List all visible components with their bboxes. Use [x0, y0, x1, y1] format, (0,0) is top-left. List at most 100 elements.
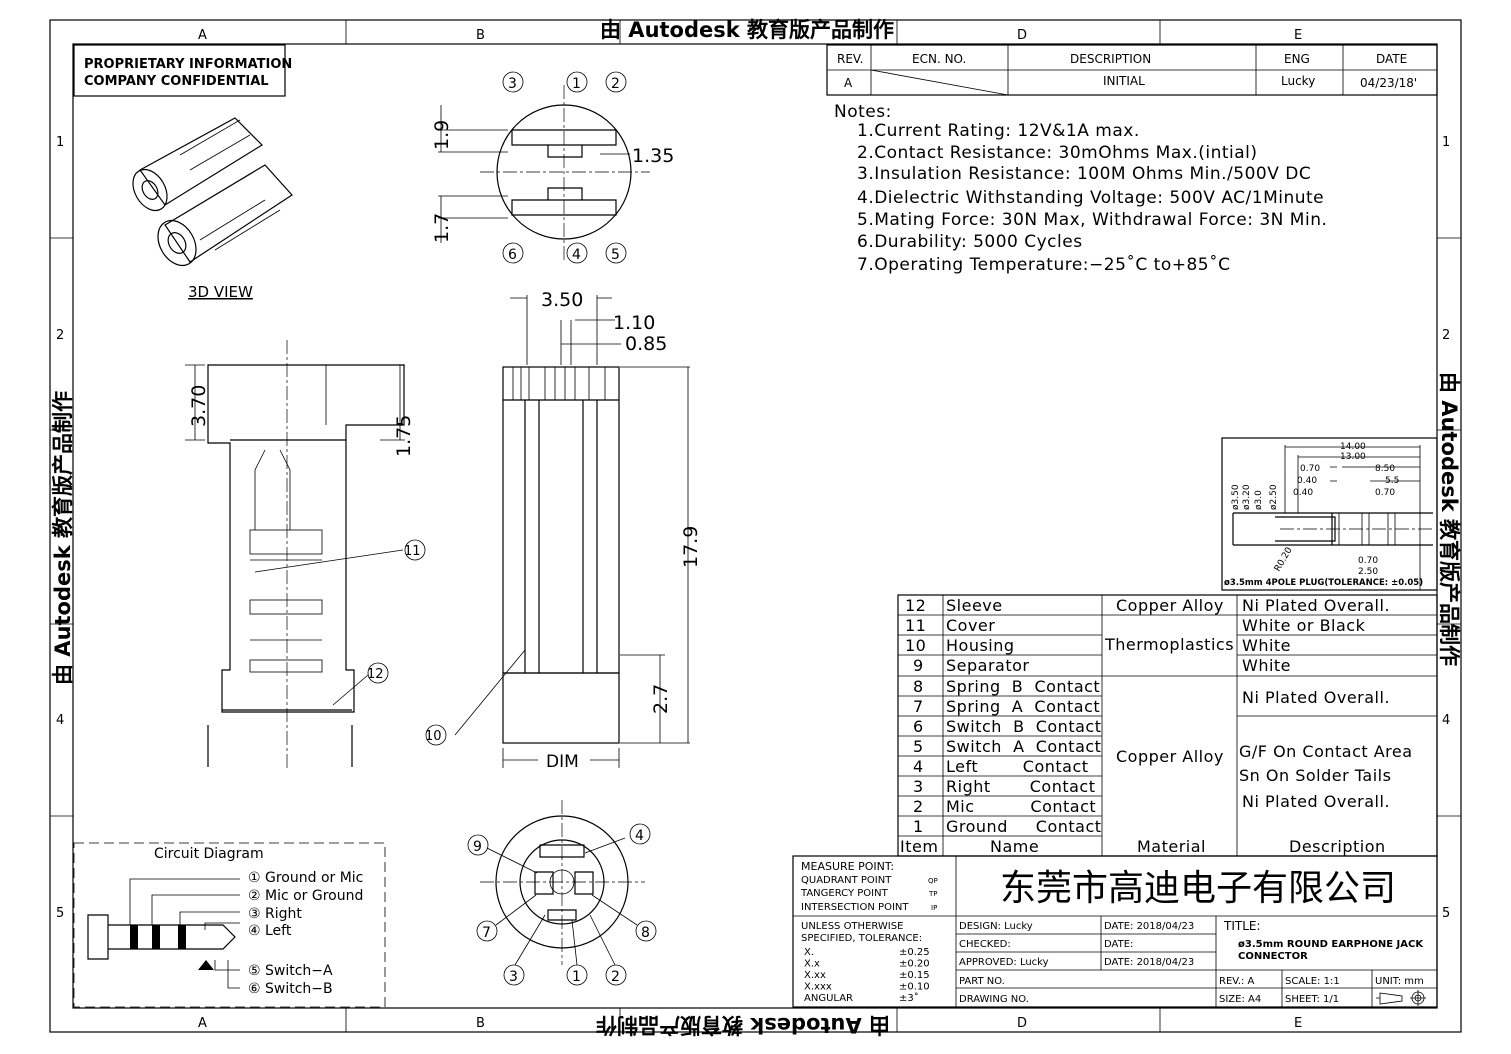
table-row-name: Right Contact: [946, 777, 1095, 796]
dim-3-50: 3.50: [541, 289, 583, 311]
proprietary-box: [73, 44, 286, 97]
projection-symbol-icon: [1376, 990, 1426, 1006]
dim-1-75: 1.75: [393, 415, 415, 457]
table-row-name: Sleeve: [946, 596, 1003, 615]
circuit-title: Circuit Diagram: [154, 846, 264, 862]
title-label: TITLE:: [1223, 919, 1261, 933]
measure-point: MEASURE POINT:: [801, 860, 894, 873]
table-row-name: Switch A Contact: [946, 737, 1101, 756]
plug-dim-2-50: 2.50: [1358, 567, 1378, 577]
header-description: Description: [1289, 837, 1386, 856]
size-field: SIZE: A4: [1219, 994, 1261, 1005]
material-thermoplastics: Thermoplastics: [1104, 635, 1234, 654]
note-2: 2.Contact Resistance: 30mOhms Max.(intia…: [857, 143, 1258, 163]
unit-field: UNIT: mm: [1375, 976, 1424, 987]
scale-field: SCALE: 1:1: [1285, 976, 1340, 987]
balloon-5: 5: [611, 247, 620, 263]
zone-ticks: [50, 20, 1461, 1032]
ip-tag: IP: [931, 904, 937, 912]
title-line1: ø3.5mm ROUND EARPHONE JACK: [1238, 939, 1424, 950]
circuit-diagram: Circuit Diagram ① Ground or Mic ② Mic or…: [73, 842, 386, 1008]
note-7: 7.Operating Temperature:−25˚C to+85˚C: [857, 254, 1231, 275]
plug-dim-0-70c: 0.70: [1358, 556, 1378, 566]
zone-5-right: 5: [1442, 906, 1450, 921]
3d-view: [132, 117, 293, 267]
tp-tag: TP: [928, 890, 938, 898]
dim-1-9: 1.9: [431, 120, 453, 150]
note-4: 4.Dielectric Withstanding Voltage: 500V …: [857, 188, 1324, 208]
plug-dia-2-50: ø2.50: [1269, 484, 1279, 510]
desc-gf: G/F On Contact Area: [1239, 742, 1413, 761]
tolerance-title2: SPECIFIED, TOLERANCE:: [801, 933, 922, 944]
watermark-right: 由 Autodesk 教育版产品制作: [1437, 372, 1461, 666]
drawing-no: DRAWING NO.: [959, 994, 1029, 1005]
eng-header: ENG: [1284, 52, 1310, 66]
table-row-name: Ground Contact: [946, 817, 1102, 836]
tolerance-value: ±3˚: [899, 992, 919, 1004]
rev-header: REV.: [837, 52, 863, 66]
zone-2-left: 2: [56, 328, 64, 343]
plug-dim-13: 13.00: [1340, 452, 1366, 462]
zone-e-bottom: E: [1294, 1016, 1302, 1031]
plug-dim-8-50: 8.50: [1375, 464, 1395, 474]
balloon-11: 11: [404, 544, 421, 559]
plug-dim-14: 14.00: [1340, 442, 1366, 452]
rev-value: A: [844, 76, 853, 90]
tangency-point: TANGERCY POINT: [800, 888, 889, 899]
table-row-item: 6: [913, 717, 924, 736]
qp-tag: QP: [928, 877, 938, 885]
circuit-pin-6: ⑥ Switch−B: [248, 981, 333, 997]
balloon-9: 9: [473, 839, 482, 855]
outer-border: [49, 19, 1462, 1033]
proprietary-line2: COMPANY CONFIDENTIAL: [84, 74, 269, 89]
circuit-pin-3: ③ Right: [248, 906, 302, 922]
zone-1-right: 1: [1442, 135, 1450, 150]
table-row-name: Switch B Contact: [946, 717, 1101, 736]
header-item: Item: [900, 837, 938, 856]
watermark-bottom: 由 Autodesk 教育版产品制作: [596, 1013, 890, 1037]
circuit-pin-4: ④ Left: [248, 923, 292, 939]
3d-view-label: 3D VIEW: [188, 283, 253, 301]
tolerance-label: X.xxx: [804, 982, 832, 993]
dim-dim: DIM: [546, 752, 579, 772]
material-copper-1: Copper Alloy: [1116, 596, 1224, 615]
zone-1-left: 1: [56, 135, 64, 150]
zone-e-top: E: [1294, 28, 1302, 43]
table-row-item: 8: [913, 677, 924, 696]
plug-detail: 14.00 13.00 0.70 0.40 0.40 8.50 5.5 0.70…: [1221, 437, 1438, 591]
balloon-7: 7: [482, 925, 491, 941]
plug-dia-3-20: ø3.20: [1242, 484, 1252, 510]
dim-1-7: 1.7: [431, 213, 453, 243]
description-value: INITIAL: [1103, 74, 1145, 88]
table-row-name: Spring A Contact: [946, 697, 1100, 716]
plug-dim-5-5: 5.5: [1385, 476, 1399, 486]
table-row-name: Separator: [946, 656, 1029, 675]
tolerance-value: ±0.20: [899, 959, 930, 970]
side-section-view: 3.70 1.75 11 12: [185, 340, 426, 770]
bottom-view: 9 4 7 8 3 1 2: [467, 800, 657, 986]
table-row-name: Cover: [946, 616, 995, 635]
balloon-2: 2: [611, 76, 620, 92]
dim-3-70: 3.70: [188, 385, 210, 427]
watermark-top: 由 Autodesk 教育版产品制作: [600, 18, 894, 42]
table-row-item: 7: [913, 697, 924, 716]
dim-0-85: 0.85: [625, 333, 667, 355]
plug-dia-3-0: ø3.0: [1254, 490, 1264, 510]
tolerance-value: ±0.25: [899, 947, 930, 958]
table-row-item: 1: [913, 817, 924, 836]
table-row-name: Housing: [946, 636, 1015, 655]
date-value: 04/23/18': [1360, 76, 1417, 90]
notes: Notes: 1.Current Rating: 12V&1A max. 2.C…: [834, 102, 1327, 275]
note-6: 6.Durability: 5000 Cycles: [857, 232, 1083, 252]
material-copper-2: Copper Alloy: [1116, 747, 1224, 766]
balloon-4: 4: [572, 247, 581, 263]
desc-rows-8-7: Ni Plated Overall.: [1242, 688, 1390, 707]
notes-title: Notes:: [834, 102, 892, 122]
design-field: DESIGN: Lucky: [959, 921, 1033, 932]
zone-2-right: 2: [1442, 328, 1450, 343]
plug-caption: ø3.5mm 4POLE PLUG(TOLERANCE: ±0.05): [1224, 578, 1423, 588]
balloon-12: 12: [367, 667, 384, 682]
tolerance-label: X.: [804, 947, 814, 958]
table-row-name: Spring B Contact: [946, 677, 1100, 696]
desc-ni: Ni Plated Overall.: [1242, 792, 1390, 811]
